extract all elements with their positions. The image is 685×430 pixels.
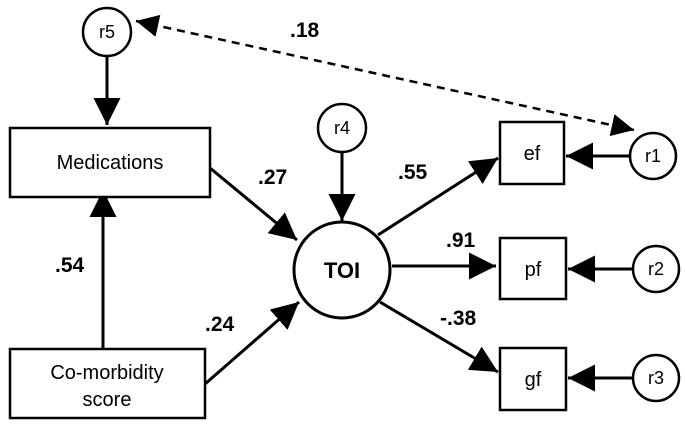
r5-label: r5 (99, 22, 115, 42)
path-medications-toi (209, 166, 298, 242)
toi-node (292, 220, 392, 320)
comorbidity-label-line1: Co-morbidity (50, 362, 163, 384)
coef-toi-pf: .91 (446, 229, 476, 252)
path-toi-ef (377, 156, 499, 237)
r5-node (81, 6, 133, 58)
comorbidity-label-line2: score (83, 389, 132, 411)
toi-label: TOI (324, 258, 360, 283)
r2-node (631, 244, 681, 294)
covariance-r5-r1 (135, 14, 635, 137)
medications-label: Medications (57, 152, 164, 174)
coef-comorbidity-medications: .54 (55, 254, 85, 277)
pf-box (498, 236, 568, 301)
medications-box (8, 126, 212, 199)
gf-label: gf (525, 369, 542, 391)
ef-label: ef (524, 143, 541, 165)
coef-medications-toi: .27 (258, 166, 287, 189)
r4-label: r4 (334, 118, 350, 138)
pf-label: pf (525, 259, 542, 281)
r3-node (631, 353, 681, 403)
r1-node (628, 131, 678, 181)
r3-label: r3 (648, 368, 664, 388)
r2-label: r2 (648, 259, 664, 279)
r4-node (316, 102, 368, 154)
coef-toi-gf: -.38 (440, 307, 477, 330)
ef-box (498, 120, 566, 186)
coef-comorbidity-toi: .24 (205, 313, 235, 336)
r1-label: r1 (645, 146, 661, 166)
gf-box (498, 346, 568, 412)
path-comorbidity-toi (204, 300, 300, 386)
coef-toi-ef: .55 (398, 161, 428, 184)
coef-r5-r1: .18 (290, 19, 320, 42)
comorbidity-box (8, 347, 207, 420)
path-toi-gf (379, 300, 499, 374)
